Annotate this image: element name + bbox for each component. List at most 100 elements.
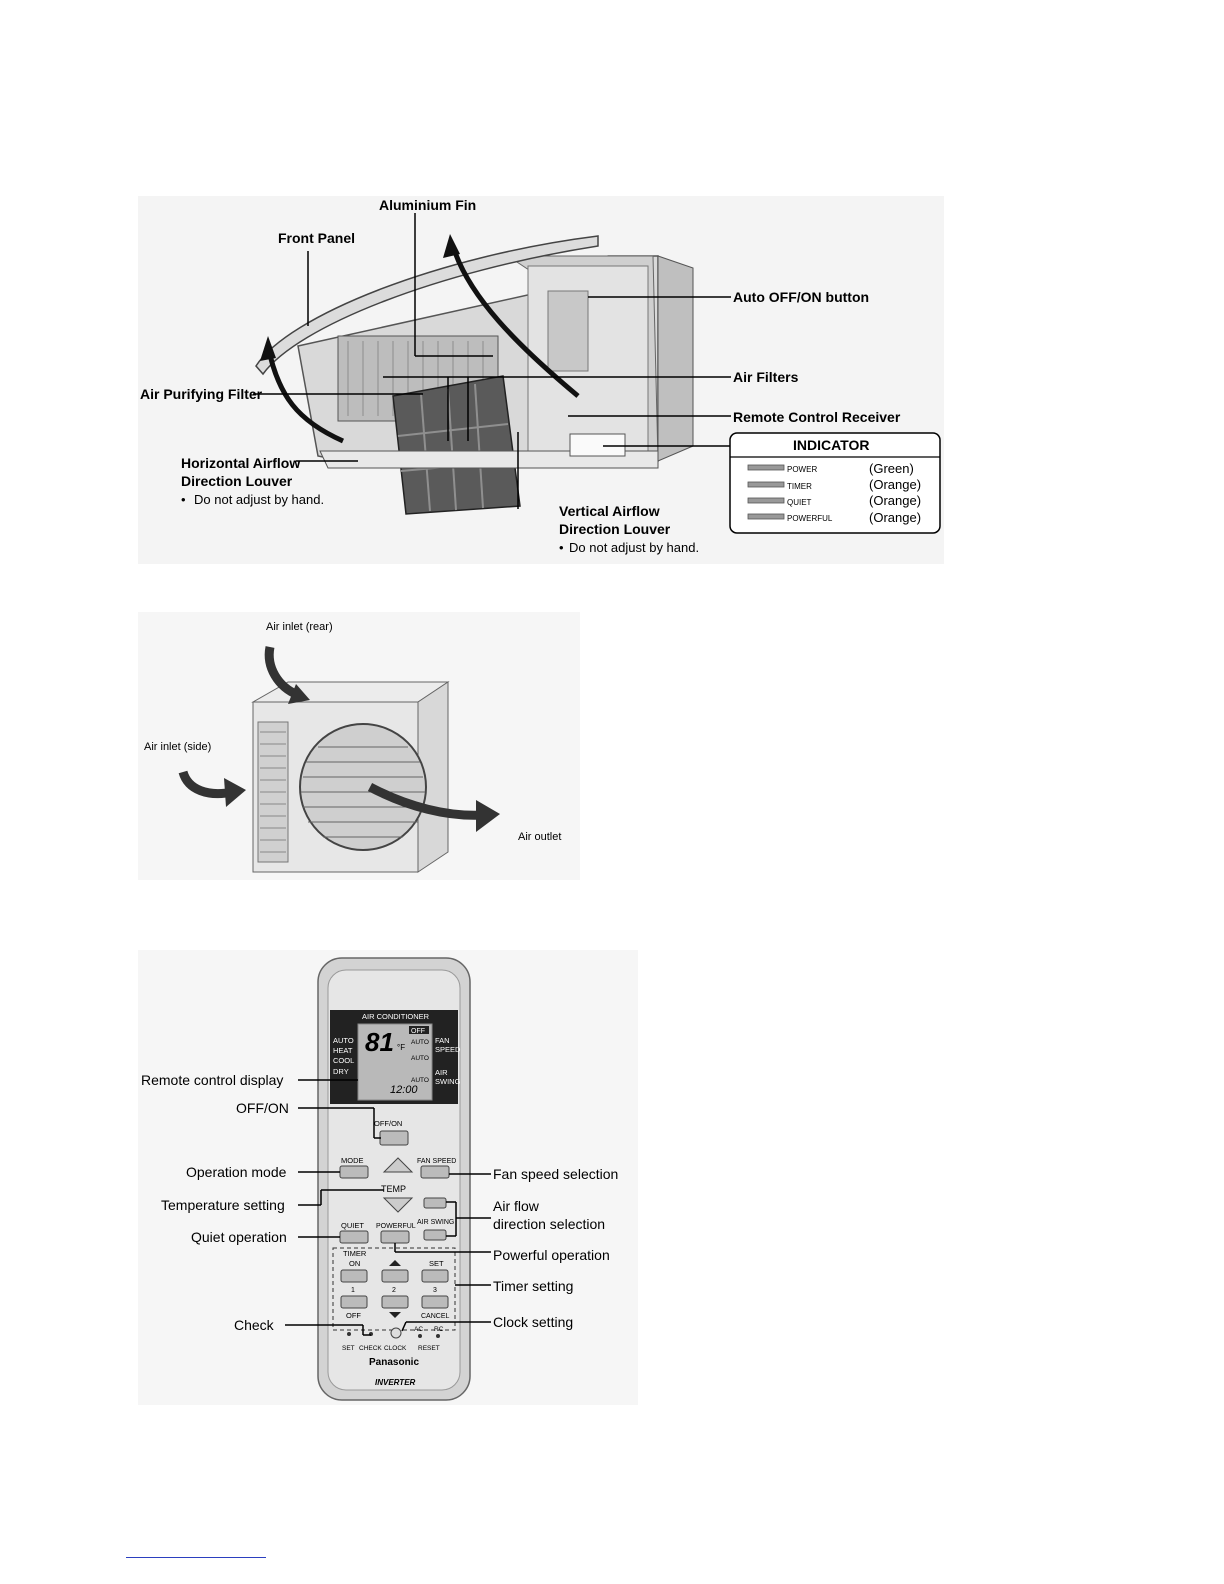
label-clock-setting: Clock setting xyxy=(493,1314,573,1330)
mode-heat: HEAT xyxy=(333,1046,353,1055)
off-on-button[interactable] xyxy=(379,1130,409,1146)
indicator-name: TIMER xyxy=(787,482,812,491)
swing-label-1: AIR xyxy=(435,1068,448,1077)
label-operation-mode: Operation mode xyxy=(186,1164,287,1180)
timer-up-button[interactable] xyxy=(381,1269,409,1283)
quiet-led xyxy=(747,497,785,504)
air-swing-label: AIR SWING xyxy=(417,1219,454,1226)
indoor-unit-diagram: Aluminium Fin Front Panel Auto OFF/ON bu… xyxy=(138,196,944,564)
temp-up-button[interactable] xyxy=(382,1157,414,1173)
fan-speed-button[interactable] xyxy=(420,1165,450,1179)
label-remote-control-display: Remote control display xyxy=(141,1072,283,1088)
label-air-purifying-filter: Air Purifying Filter xyxy=(140,386,263,402)
timer-cancel-label: CANCEL xyxy=(421,1313,450,1320)
label-air-inlet-rear: Air inlet (rear) xyxy=(266,621,333,633)
remote-leader-lines xyxy=(285,1079,491,1336)
quiet-button[interactable] xyxy=(339,1230,369,1244)
indicator-name: POWER xyxy=(787,465,817,474)
footer-rule xyxy=(126,1557,266,1558)
power-led xyxy=(747,464,785,471)
quiet-label: QUIET xyxy=(341,1221,364,1230)
set-pinhole[interactable] xyxy=(347,1332,351,1336)
remote-header: AIR CONDITIONER xyxy=(362,1012,430,1021)
timer-cancel-button[interactable] xyxy=(421,1295,449,1309)
powerful-button[interactable] xyxy=(380,1230,410,1244)
label-horizontal-louver-line2: Direction Louver xyxy=(181,473,293,489)
timer-num-1: 1 xyxy=(351,1287,355,1294)
indicator-color: (Orange) xyxy=(869,477,921,492)
temp-down-button[interactable] xyxy=(382,1197,414,1213)
timer-off-button[interactable] xyxy=(340,1295,368,1309)
outdoor-unit-illustration xyxy=(178,646,500,873)
label-air-filters: Air Filters xyxy=(733,369,799,385)
note-horizontal-louver: Do not adjust by hand. xyxy=(194,492,324,507)
label-check: Check xyxy=(234,1317,275,1333)
label-air-flow-line1: Air flow xyxy=(493,1198,540,1214)
label-quiet-operation: Quiet operation xyxy=(191,1229,287,1245)
label-timer-setting: Timer setting xyxy=(493,1278,573,1294)
timer-up-icon xyxy=(389,1260,401,1266)
indicator-color: (Green) xyxy=(869,461,914,476)
timer-down-button[interactable] xyxy=(381,1295,409,1309)
indicator-panel: INDICATOR POWER (Green) TIMER (Orange) Q… xyxy=(729,432,941,534)
fan-label-1: FAN xyxy=(435,1036,450,1045)
lcd-screen xyxy=(357,1023,433,1101)
label-auto-off-on-button: Auto OFF/ON button xyxy=(733,289,869,305)
bottom-check-label: CHECK xyxy=(359,1345,382,1352)
mode-button[interactable] xyxy=(339,1165,369,1179)
ac-reset-pinhole[interactable] xyxy=(418,1334,422,1338)
bottom-set-label: SET xyxy=(342,1345,355,1352)
air-swing-vertical-button[interactable] xyxy=(423,1197,447,1209)
mode-cool: COOL xyxy=(333,1056,354,1065)
lcd-auto: AUTO xyxy=(411,1077,429,1084)
indicator-title: INDICATOR xyxy=(793,437,869,453)
timer-num-3: 3 xyxy=(433,1287,437,1294)
label-vertical-louver-line2: Direction Louver xyxy=(559,521,671,537)
label-front-panel: Front Panel xyxy=(278,230,355,246)
indoor-unit-illustration xyxy=(255,234,694,515)
brand-logo: Panasonic xyxy=(369,1357,419,1368)
remote-control-diagram: AIR CONDITIONER AUTO HEAT COOL DRY 81 °F… xyxy=(138,950,638,1405)
bottom-clock-label: CLOCK xyxy=(384,1345,407,1352)
timer-set-button[interactable] xyxy=(421,1269,449,1283)
label-horizontal-louver-line1: Horizontal Airflow xyxy=(181,455,300,471)
outdoor-unit-diagram: Air inlet (rear) Air inlet (side) Air ou… xyxy=(138,612,580,880)
note-vertical-louver: Do not adjust by hand. xyxy=(569,540,699,555)
label-fan-speed-selection: Fan speed selection xyxy=(493,1166,618,1182)
temp-label: TEMP xyxy=(381,1184,406,1194)
off-on-label: OFF/ON xyxy=(374,1119,402,1128)
label-temperature-setting: Temperature setting xyxy=(161,1197,285,1213)
lcd-auto: AUTO xyxy=(411,1039,429,1046)
rc-reset-pinhole[interactable] xyxy=(436,1334,440,1338)
indicator-color: (Orange) xyxy=(869,493,921,508)
bullet-vertical: • xyxy=(559,540,564,555)
timer-on-button[interactable] xyxy=(340,1269,368,1283)
fan-speed-label: FAN SPEED xyxy=(417,1158,456,1165)
timer-down-icon xyxy=(389,1312,401,1318)
swing-label-2: SWING xyxy=(435,1077,461,1086)
indicator-name: POWERFUL xyxy=(787,514,833,523)
clock-button[interactable] xyxy=(390,1327,402,1339)
label-air-inlet-side: Air inlet (side) xyxy=(144,741,211,753)
label-air-outlet: Air outlet xyxy=(518,831,561,843)
timer-set-label: SET xyxy=(429,1259,444,1268)
ac-label: AC xyxy=(414,1326,423,1333)
label-aluminium-fin: Aluminium Fin xyxy=(379,197,476,213)
bottom-reset-label: RESET xyxy=(418,1345,440,1352)
lcd-off: OFF xyxy=(411,1028,425,1035)
fan-label-2: SPEED xyxy=(435,1045,461,1054)
timer-off-label: OFF xyxy=(346,1311,361,1320)
lcd-auto: AUTO xyxy=(411,1055,429,1062)
air-swing-horizontal-button[interactable] xyxy=(423,1229,447,1241)
lcd-time: 12:00 xyxy=(390,1084,418,1096)
bullet-horizontal: • xyxy=(181,492,186,507)
label-remote-control-receiver: Remote Control Receiver xyxy=(733,409,901,425)
powerful-led xyxy=(747,513,785,520)
leader-lines xyxy=(253,213,731,509)
mode-dry: DRY xyxy=(333,1067,349,1076)
timer-led xyxy=(747,481,785,488)
lcd-temp-unit: °F xyxy=(397,1043,405,1052)
powerful-label: POWERFUL xyxy=(376,1223,416,1230)
label-off-on: OFF/ON xyxy=(236,1100,289,1116)
label-air-flow-line2: direction selection xyxy=(493,1216,605,1232)
